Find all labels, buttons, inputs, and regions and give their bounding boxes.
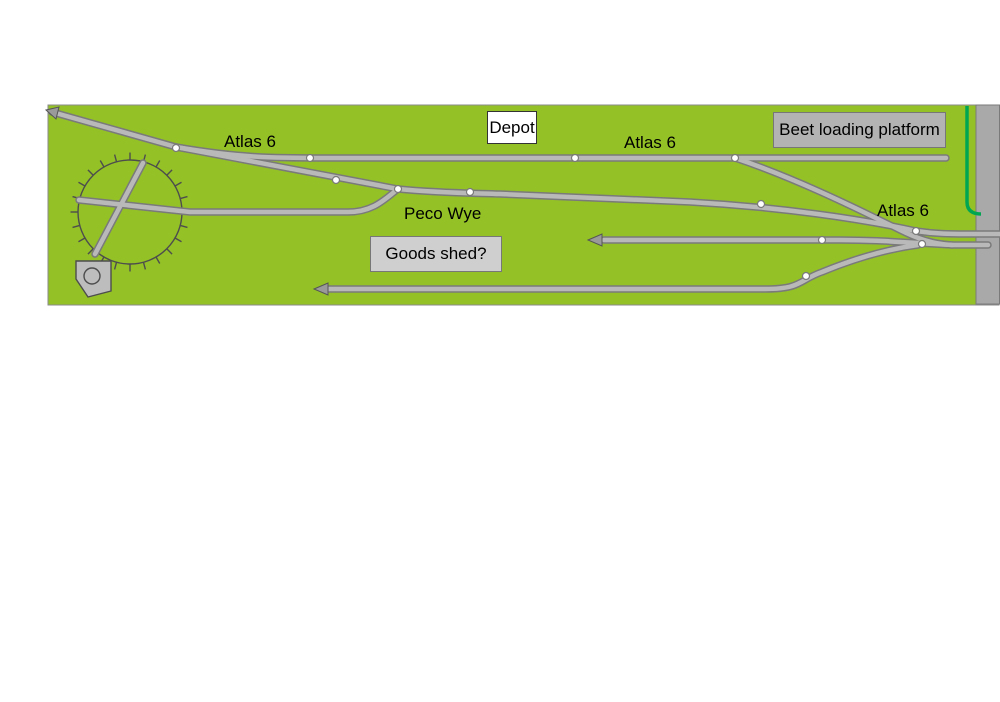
rail-joint-dot — [305, 153, 315, 163]
rail-joint-dot — [570, 153, 580, 163]
rail-joints — [171, 143, 927, 281]
turntable-hut — [75, 260, 112, 298]
label-beet-loading-platform[interactable]: Beet loading platform — [773, 112, 946, 148]
label-atlas6-left[interactable]: Atlas 6 — [224, 132, 276, 151]
label-peco-wye[interactable]: Peco Wye — [404, 204, 482, 223]
rail-joint-dot — [756, 199, 766, 209]
rail-joint-dot — [730, 153, 740, 163]
rail-joint-dot — [331, 175, 341, 185]
label-goods-shed[interactable]: Goods shed? — [370, 236, 502, 272]
rail-joint-dot — [171, 143, 181, 153]
rail-joint-dot — [817, 235, 827, 245]
rail-joint-dot — [465, 187, 475, 197]
green-boundary-line[interactable] — [965, 106, 982, 216]
right-edge-platform[interactable] — [975, 104, 1000, 305]
track-end-arrows — [44, 106, 603, 296]
track-end-arrow — [312, 282, 329, 296]
rail-joint-dot — [917, 239, 927, 249]
rail-joint-dot — [393, 184, 403, 194]
label-depot[interactable]: Depot — [487, 111, 537, 144]
track-end-arrow — [44, 106, 60, 120]
turntable-hut-motor — [83, 267, 101, 285]
label-atlas6-mid[interactable]: Atlas 6 — [624, 133, 676, 152]
rail-joint-dot — [911, 226, 921, 236]
label-atlas6-right[interactable]: Atlas 6 — [877, 201, 929, 220]
rail-joint-dot — [801, 271, 811, 281]
track-end-arrow — [586, 233, 603, 247]
turntable[interactable] — [70, 152, 190, 298]
